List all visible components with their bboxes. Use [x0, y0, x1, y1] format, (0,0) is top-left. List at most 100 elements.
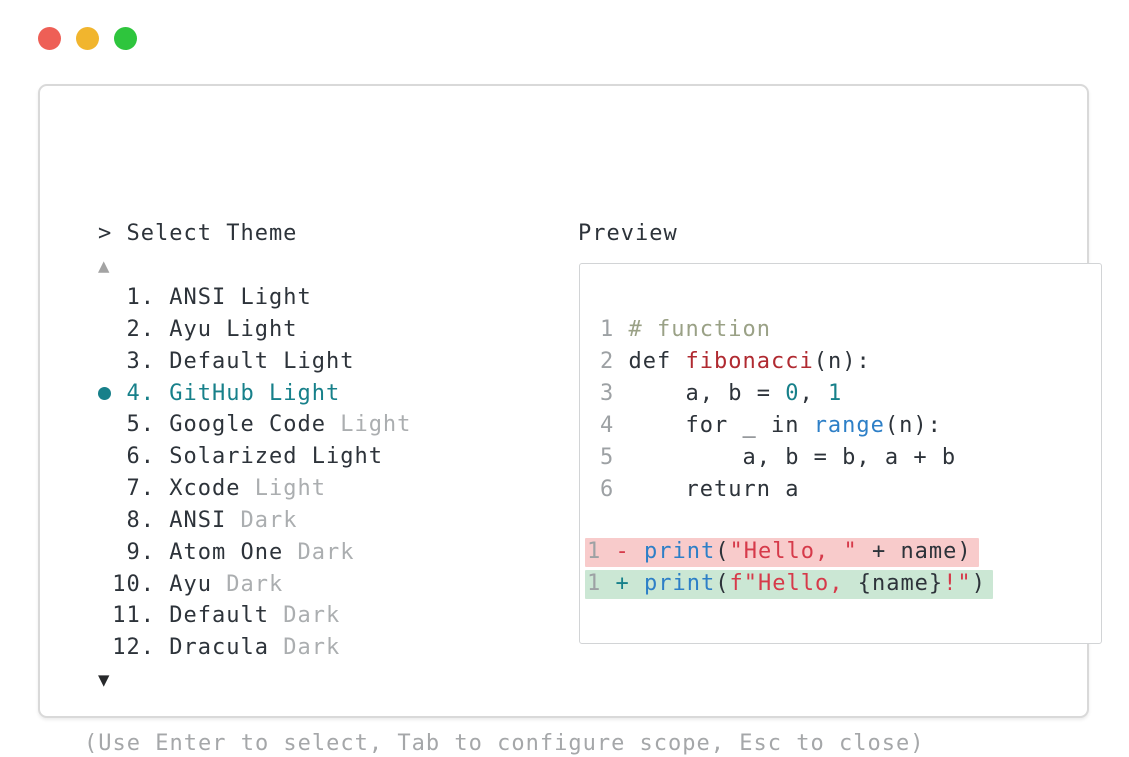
theme-item-8[interactable]: 8.ANSI Dark	[98, 504, 411, 536]
token-plain: a, b =	[628, 381, 786, 407]
theme-item-name: Ayu	[169, 571, 212, 597]
theme-item-variant: Dark	[268, 635, 341, 661]
theme-item-number: 12.	[112, 635, 155, 661]
token-call: range	[813, 412, 885, 438]
token-call: print	[644, 539, 716, 565]
preview-title: Preview	[578, 221, 678, 247]
theme-item-variant: Light	[325, 412, 412, 438]
theme-item-name: Default	[169, 348, 269, 374]
token-number: 0	[785, 381, 800, 407]
theme-item-name: ANSI	[169, 285, 227, 311]
line-number: 4	[600, 412, 629, 438]
token-plain: return a	[628, 476, 800, 502]
window-controls	[38, 27, 137, 50]
theme-item-variant: Dark	[268, 603, 341, 629]
theme-item-name: Ayu	[169, 316, 212, 342]
scroll-down-icon[interactable]: ▼	[98, 668, 111, 691]
token-plain: (n):	[813, 349, 871, 375]
theme-item-number: 7.	[126, 476, 155, 502]
theme-item-12[interactable]: 12. Dracula Dark	[98, 632, 411, 664]
theme-item-9[interactable]: 9. Atom One Dark	[98, 536, 411, 568]
line-number: 5	[600, 444, 629, 470]
theme-item-name: Google Code	[169, 412, 326, 438]
token-number: 1	[827, 381, 843, 407]
theme-item-variant: Dark	[212, 571, 284, 597]
theme-item-name: GitHub	[169, 380, 255, 406]
line-number: 2	[600, 349, 629, 375]
close-button-icon[interactable]	[38, 27, 61, 50]
token-plain: {name}	[857, 571, 944, 597]
theme-item-number: 3.	[126, 348, 155, 374]
token-plain: ,	[799, 381, 828, 407]
theme-item-number: 2.	[126, 316, 155, 342]
minimize-button-icon[interactable]	[76, 27, 99, 50]
theme-item-number: 6.	[126, 444, 155, 470]
theme-list-column: > Select Theme ▲ 1. ANSI Light 2. Ayu Light…	[98, 218, 411, 695]
theme-item-variant: Light	[240, 476, 326, 502]
theme-item-2[interactable]: 2. Ayu Light	[98, 313, 411, 345]
line-number: 1	[600, 317, 629, 343]
token-plain: a, b = b, a + b	[628, 444, 957, 470]
theme-item-name: Default	[169, 603, 269, 629]
theme-item-number: 10.	[112, 571, 155, 597]
diff-added-highlight: 1 + print(f"Hello, {name}!")	[585, 570, 993, 599]
line-number: 1	[587, 539, 616, 565]
diff-removed-highlight: 1 - print("Hello, " + name)	[585, 538, 979, 567]
theme-item-6[interactable]: 6.Solarized Light	[98, 441, 411, 473]
selected-bullet-icon	[98, 386, 112, 400]
theme-item-1[interactable]: 1. ANSI Light	[98, 282, 411, 314]
theme-item-3[interactable]: 3. Default Light	[98, 345, 411, 377]
token-func: fibonacci	[685, 349, 814, 375]
token-plain: (n):	[884, 412, 942, 438]
token-plain: + name)	[857, 539, 972, 565]
scroll-up-icon[interactable]: ▲	[98, 254, 111, 277]
theme-item-number: 9.	[126, 539, 155, 565]
theme-item-11[interactable]: 11. Default Dark	[98, 600, 411, 632]
theme-item-variant: Dark	[226, 507, 298, 533]
theme-item-number: 1.	[126, 285, 155, 311]
theme-item-name: Atom One	[169, 539, 284, 565]
theme-item-variant: Light	[268, 348, 355, 374]
theme-item-7[interactable]: 7.Xcode Light	[98, 473, 411, 505]
token-plain: )	[971, 571, 986, 597]
theme-item-variant: Dark	[283, 539, 355, 565]
theme-item-variant: Light	[212, 316, 298, 342]
theme-item-4[interactable]: 4. GitHub Light	[98, 377, 411, 409]
token-string: "Hello, "	[729, 539, 858, 565]
token-string: f"Hello,	[729, 571, 858, 597]
theme-item-number: 4.	[126, 380, 155, 406]
theme-item-number: 5.	[126, 412, 155, 438]
keyboard-hint: (Use Enter to select, Tab to configure s…	[84, 731, 925, 757]
token-add-sign: +	[615, 571, 644, 597]
line-number: 3	[600, 381, 629, 407]
token-string: !"	[943, 571, 972, 597]
code-line: 3 a, b = 0, 1	[600, 378, 1101, 410]
token-plain: for _ in	[628, 412, 814, 438]
zoom-button-icon[interactable]	[114, 27, 137, 50]
code-line: 6 return a	[600, 473, 1101, 505]
code-blank-line	[600, 505, 1101, 537]
theme-item-variant: Light	[297, 444, 383, 470]
code-line: 5 a, b = b, a + b	[600, 441, 1101, 473]
theme-item-10[interactable]: 10. Ayu Dark	[98, 568, 411, 600]
theme-item-5[interactable]: 5. Google Code Light	[98, 409, 411, 441]
theme-item-number: 11.	[112, 603, 155, 629]
line-number: 6	[600, 476, 629, 502]
code-line: 1 # function	[600, 314, 1101, 346]
token-plain: def	[628, 349, 686, 375]
code-line: 4 for _ in range(n):	[600, 409, 1101, 441]
theme-item-variant: Light	[226, 285, 312, 311]
token-del-sign: -	[615, 539, 644, 565]
code-line: 2 def fibonacci(n):	[600, 346, 1101, 378]
theme-item-variant: Light	[254, 380, 341, 406]
theme-picker-panel: > Select Theme ▲ 1. ANSI Light 2. Ayu Light…	[38, 84, 1102, 756]
theme-picker-prompt: > Select Theme	[98, 221, 298, 247]
token-plain: (	[715, 571, 730, 597]
line-number: 1	[587, 571, 616, 597]
theme-item-name: ANSI	[169, 507, 227, 533]
theme-item-name: Dracula	[169, 635, 269, 661]
